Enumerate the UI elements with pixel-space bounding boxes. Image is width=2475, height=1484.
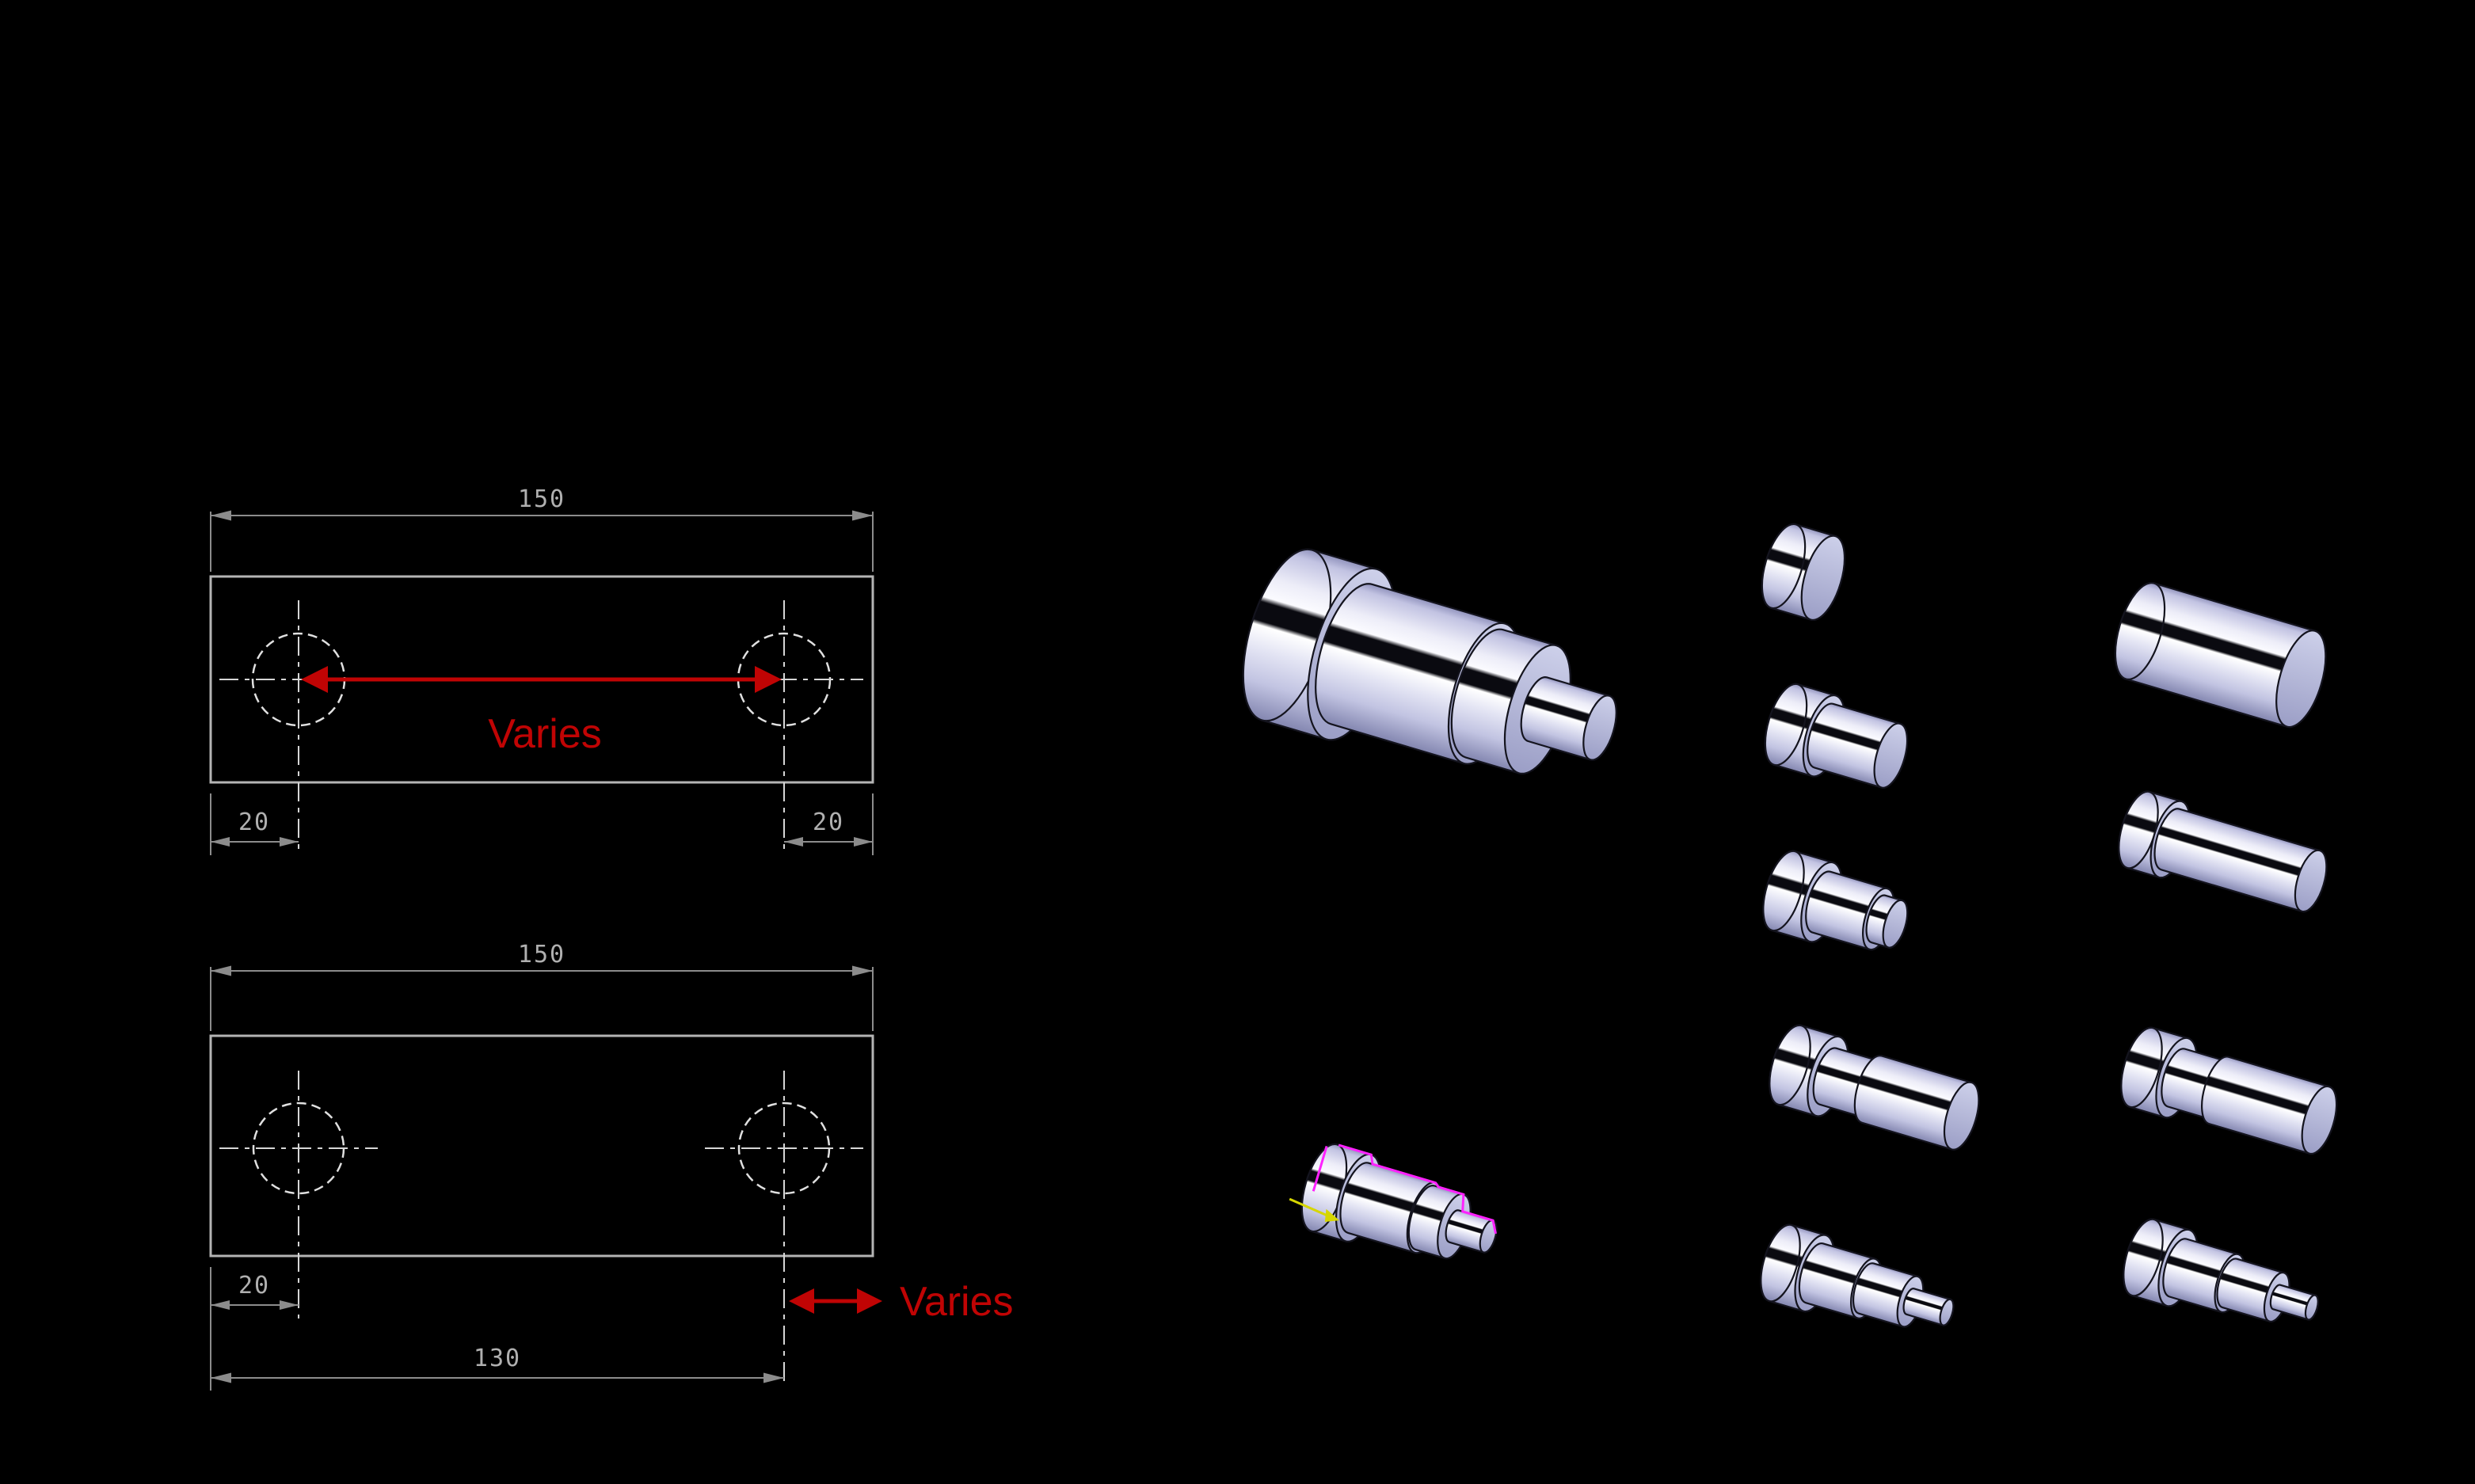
cylinder-front-face bbox=[1764, 683, 1808, 767]
plate-outline bbox=[209, 575, 874, 784]
pin-three-step-long[interactable] bbox=[2113, 1023, 2345, 1164]
varies-arrowhead-left bbox=[301, 666, 328, 693]
cylinder-front-face bbox=[2123, 1218, 2164, 1297]
cylinder-front-face bbox=[2114, 582, 2166, 680]
sketch-dimension-arrow bbox=[1289, 1197, 1331, 1219]
stepped-shaft-sketch-overlay[interactable] bbox=[1282, 1136, 1507, 1282]
sketch-dimension-arrowhead bbox=[1324, 1208, 1340, 1223]
cylinder-end-face bbox=[1939, 1298, 1955, 1326]
dim-left-offset-label: 20 bbox=[238, 809, 270, 836]
cylinder-end-face bbox=[2275, 630, 2327, 729]
dim-arrowhead bbox=[211, 510, 231, 521]
cylinder-front-face bbox=[2120, 1026, 2163, 1109]
dim-arrowhead bbox=[211, 1300, 230, 1310]
sketch-axis-line[interactable] bbox=[1312, 1145, 1328, 1192]
cylinder-front-face bbox=[1769, 1024, 1811, 1106]
pin-four-step-right[interactable] bbox=[2116, 1215, 2328, 1347]
dim-arrowhead bbox=[211, 965, 231, 976]
dim-arrowhead bbox=[211, 1372, 231, 1383]
dim-arrowhead bbox=[852, 965, 873, 976]
dim-width-label: 150 bbox=[518, 941, 565, 968]
cylinder-front-face bbox=[1761, 523, 1807, 610]
varies-arrowhead-left bbox=[789, 1288, 814, 1314]
cylinder-end-face bbox=[2304, 1294, 2319, 1321]
dim-arrowhead bbox=[280, 837, 299, 847]
stepped-shaft-large[interactable] bbox=[1226, 539, 1639, 816]
pin-two-step-long[interactable] bbox=[2111, 787, 2335, 923]
dim-arrowhead bbox=[854, 837, 873, 847]
cylinder-end-face bbox=[1800, 535, 1846, 622]
varies-arrowhead-right bbox=[755, 666, 782, 693]
dim-right-offset-label: 20 bbox=[813, 809, 844, 836]
pin-two-step[interactable] bbox=[1757, 679, 1917, 800]
drawing-view-bottom-plate[interactable]: 150 20 Varies 130 bbox=[209, 941, 1014, 1391]
dim-arrowhead bbox=[763, 1372, 784, 1383]
dim-arrowhead bbox=[280, 1300, 299, 1310]
dim-length-label: 130 bbox=[474, 1345, 521, 1372]
cylinder-end-face bbox=[1943, 1081, 1980, 1151]
dim-arrowhead bbox=[784, 837, 803, 847]
cylinder-blank[interactable] bbox=[2106, 577, 2336, 732]
cylinder-end-face bbox=[2294, 849, 2328, 913]
disc-blank[interactable] bbox=[1753, 519, 1852, 625]
cylinder-front-face bbox=[1760, 1223, 1801, 1303]
dim-width-label: 150 bbox=[518, 485, 565, 513]
cylinder-end-face bbox=[1882, 899, 1909, 949]
cylinder-front-face bbox=[1762, 850, 1805, 932]
dim-arrowhead bbox=[852, 510, 873, 521]
parts-layer bbox=[1226, 519, 2345, 1352]
cylinder-end-face bbox=[2301, 1085, 2338, 1155]
drawing-view-top-plate[interactable]: 150 Varies 20 20 bbox=[209, 485, 874, 855]
pin-three-step[interactable] bbox=[1761, 1021, 1987, 1159]
varies-arrowhead-right bbox=[857, 1288, 882, 1314]
dim-left-offset-label: 20 bbox=[238, 1272, 270, 1299]
dim-arrowhead bbox=[211, 837, 230, 847]
varies-label: Varies bbox=[488, 711, 602, 757]
sketch-profile-overlay[interactable] bbox=[1327, 1143, 1507, 1235]
cylinder-end-face bbox=[1873, 722, 1909, 789]
varies-label: Varies bbox=[900, 1279, 1014, 1325]
plate-outline bbox=[209, 1034, 874, 1258]
cylinder-end-face bbox=[1582, 694, 1617, 761]
pin-three-step-stub[interactable] bbox=[1755, 847, 1917, 966]
pin-four-step[interactable] bbox=[1753, 1220, 1963, 1352]
